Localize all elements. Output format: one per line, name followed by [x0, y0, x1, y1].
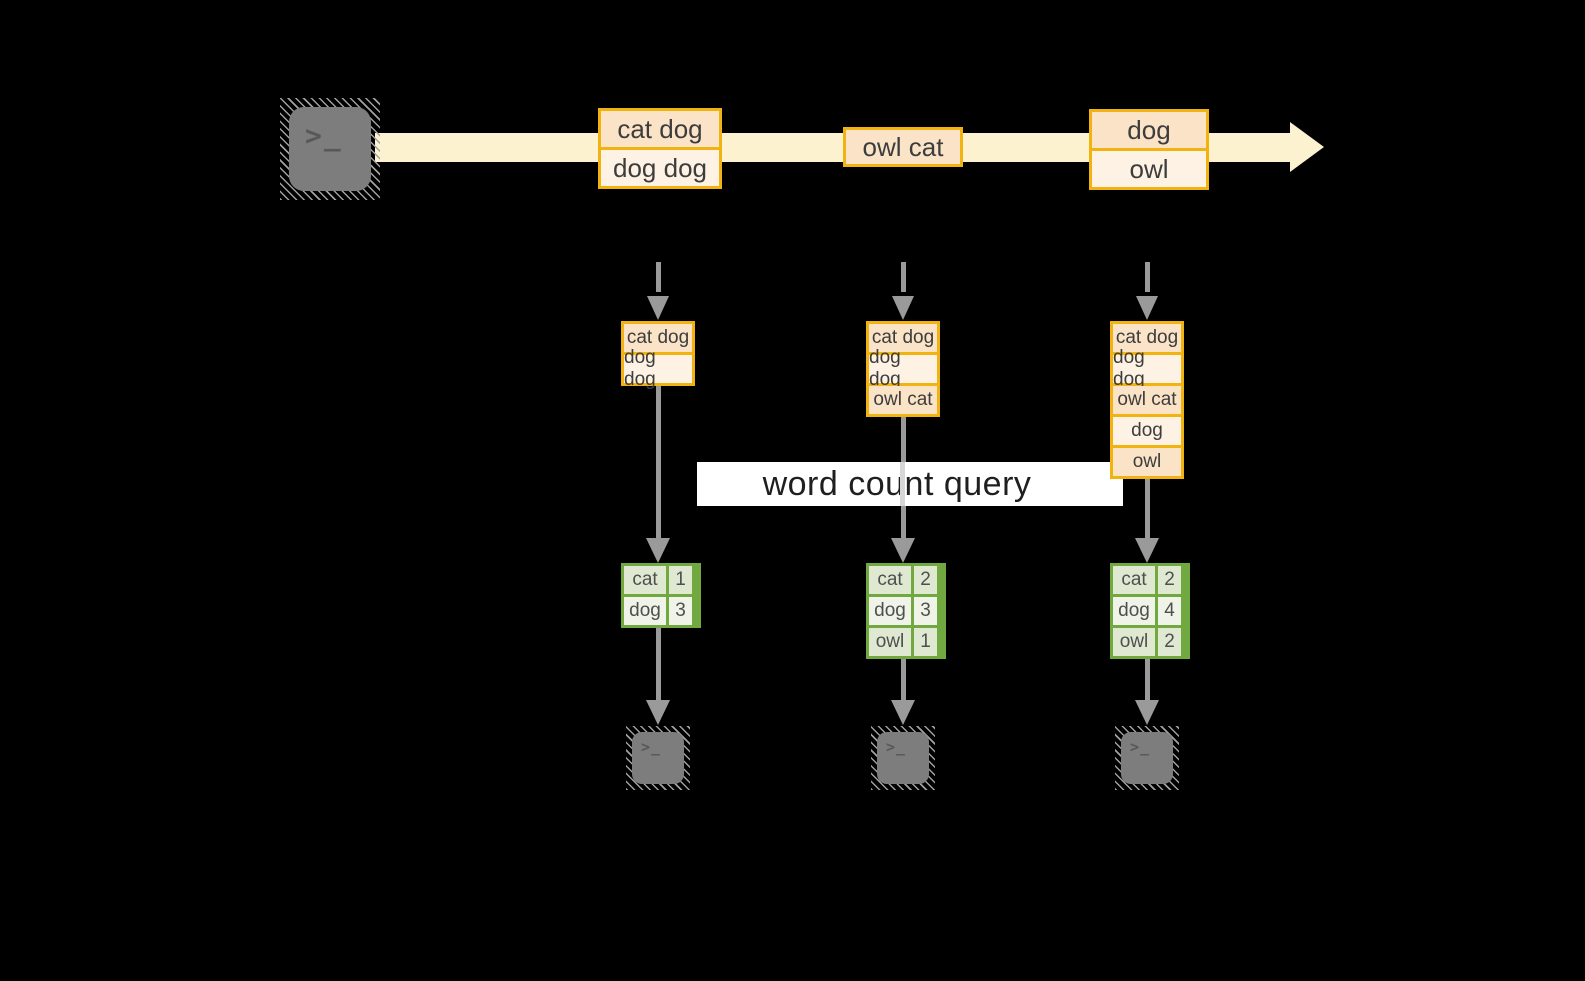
stream-event-box-3: dog owl: [1089, 109, 1209, 190]
buffer-line: dog dog: [869, 347, 937, 390]
dashed-arrow-line: [656, 262, 661, 292]
arrow-line: [1145, 659, 1150, 701]
count-word: dog: [869, 597, 911, 625]
count-row: owl 2: [1113, 628, 1187, 656]
count-row: owl 1: [869, 628, 943, 656]
arrow-line: [656, 628, 661, 701]
terminal-screen: >_: [877, 732, 929, 784]
terminal-screen: >_: [289, 107, 371, 191]
count-word: owl: [1113, 628, 1155, 656]
count-word: dog: [624, 597, 666, 625]
terminal-prompt-icon: >_: [886, 738, 907, 756]
sink-terminal-icon-1: >_: [626, 726, 690, 790]
source-terminal-icon: >_: [280, 98, 380, 200]
dashed-arrowhead-icon: [892, 296, 914, 320]
buffer-line: cat dog: [1113, 324, 1181, 352]
count-value: 1: [914, 628, 937, 656]
arrowhead-icon: [646, 538, 670, 563]
stream-event-box-2: owl cat: [843, 127, 963, 167]
count-value: 3: [669, 597, 692, 625]
query-label: word count query: [762, 464, 1032, 503]
arrowhead-icon: [891, 538, 915, 563]
arrow-line: [901, 659, 906, 701]
arrowhead-icon: [646, 700, 670, 725]
terminal-screen: >_: [1121, 732, 1173, 784]
count-value: 2: [1158, 566, 1181, 594]
count-value: 1: [669, 566, 692, 594]
arrowhead-icon: [1135, 700, 1159, 725]
buffer-line: dog: [1113, 417, 1181, 445]
event-line: dog dog: [601, 150, 719, 186]
arrow-line-over-band: [900, 462, 905, 506]
buffer-line: cat dog: [869, 324, 937, 352]
dashed-arrowhead-icon: [647, 296, 669, 320]
buffer-line: owl cat: [1113, 386, 1181, 414]
count-table-3: cat 2 dog 4 owl 2: [1110, 563, 1190, 659]
buffer-line: owl: [1113, 448, 1181, 476]
count-value: 4: [1158, 597, 1181, 625]
count-word: cat: [1113, 566, 1155, 594]
count-row: cat 2: [869, 566, 943, 594]
arrowhead-icon: [1135, 538, 1159, 563]
count-row: dog 3: [869, 597, 943, 625]
buffer-box-2: cat dog dog dog owl cat: [866, 321, 940, 417]
event-line: owl: [1092, 151, 1206, 187]
count-value: 2: [1158, 628, 1181, 656]
count-row: cat 1: [624, 566, 698, 594]
arrow-line: [1145, 479, 1150, 539]
event-line: dog: [1092, 112, 1206, 148]
arrow-line: [656, 386, 661, 539]
event-line: owl cat: [846, 130, 960, 164]
count-row: dog 4: [1113, 597, 1187, 625]
dashed-arrow-line: [901, 262, 906, 292]
sink-terminal-icon-3: >_: [1115, 726, 1179, 790]
buffer-box-1: cat dog dog dog: [621, 321, 695, 390]
terminal-prompt-icon: >_: [305, 119, 343, 152]
terminal-prompt-icon: >_: [641, 738, 662, 756]
buffer-line: cat dog: [624, 324, 692, 352]
query-label-band: word count query: [697, 462, 1123, 506]
terminal-prompt-icon: >_: [1130, 738, 1151, 756]
buffer-box-3: cat dog dog dog owl cat dog owl: [1110, 321, 1184, 479]
count-word: cat: [869, 566, 911, 594]
count-row: dog 3: [624, 597, 698, 625]
terminal-screen: >_: [632, 732, 684, 784]
sink-terminal-icon-2: >_: [871, 726, 935, 790]
buffer-line: dog dog: [624, 347, 692, 390]
buffer-line: dog dog: [1113, 347, 1181, 390]
count-value: 2: [914, 566, 937, 594]
arrowhead-icon: [891, 700, 915, 725]
count-word: cat: [624, 566, 666, 594]
count-table-1: cat 1 dog 3: [621, 563, 701, 628]
count-row: cat 2: [1113, 566, 1187, 594]
stream-event-box-1: cat dog dog dog: [598, 108, 722, 189]
buffer-line: owl cat: [869, 386, 937, 414]
dashed-arrow-line: [1145, 262, 1150, 292]
count-word: dog: [1113, 597, 1155, 625]
event-line: cat dog: [601, 111, 719, 147]
count-table-2: cat 2 dog 3 owl 1: [866, 563, 946, 659]
dashed-arrowhead-icon: [1136, 296, 1158, 320]
count-value: 3: [914, 597, 937, 625]
count-word: owl: [869, 628, 911, 656]
stream-arrowhead-icon: [1290, 122, 1324, 172]
